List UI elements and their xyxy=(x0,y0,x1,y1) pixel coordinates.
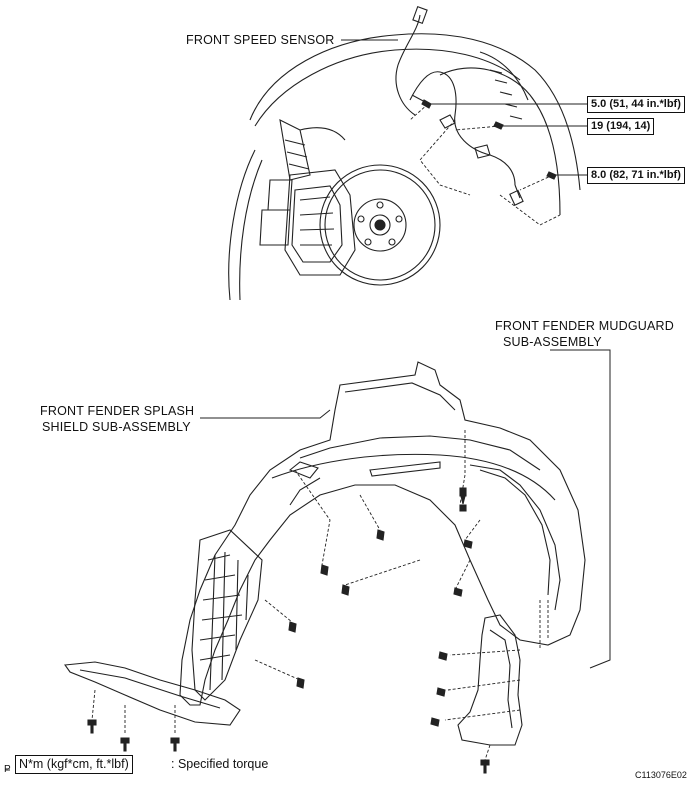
figure-code: C113076E02 xyxy=(635,770,687,780)
torque-label-3: 8.0 (82, 71 in.*lbf) xyxy=(587,167,685,184)
torque-label-2: 19 (194, 14) xyxy=(587,118,655,135)
wheel-well-outline xyxy=(228,33,581,301)
splash-pointer xyxy=(200,409,331,419)
label-mudguard-line2: SUB-ASSEMBLY xyxy=(503,335,602,349)
flap-extension xyxy=(64,661,241,726)
torque-label-1: 5.0 (51, 44 in.*lbf) xyxy=(587,96,685,113)
clip-icons-lower xyxy=(87,487,490,774)
dashed-leaders-lower xyxy=(91,430,549,761)
dashed-leader-lines xyxy=(409,103,561,226)
speed-sensor-harness xyxy=(395,6,524,206)
label-splash-line1: FRONT FENDER SPLASH xyxy=(40,404,195,418)
brake-rotor xyxy=(319,164,441,286)
strut-assembly xyxy=(279,119,346,181)
torque-legend-text: : Specified torque xyxy=(171,757,269,771)
label-splash-line2: SHIELD SUB-ASSEMBLY xyxy=(42,420,191,434)
mudguard-pointer xyxy=(550,349,611,669)
brake-caliper xyxy=(259,169,356,276)
splash-shield-outline xyxy=(179,361,586,706)
bolt-icons-upper xyxy=(421,99,557,180)
corner-mark: P xyxy=(4,764,11,775)
torque-unit-legend: N*m (kgf*cm, ft.*lbf) xyxy=(15,755,133,774)
inner-shield-grid xyxy=(191,529,263,701)
label-mudguard-line1: FRONT FENDER MUDGUARD xyxy=(495,319,674,333)
label-front-speed-sensor: FRONT SPEED SENSOR xyxy=(186,33,335,47)
torque-leaders xyxy=(341,39,587,176)
